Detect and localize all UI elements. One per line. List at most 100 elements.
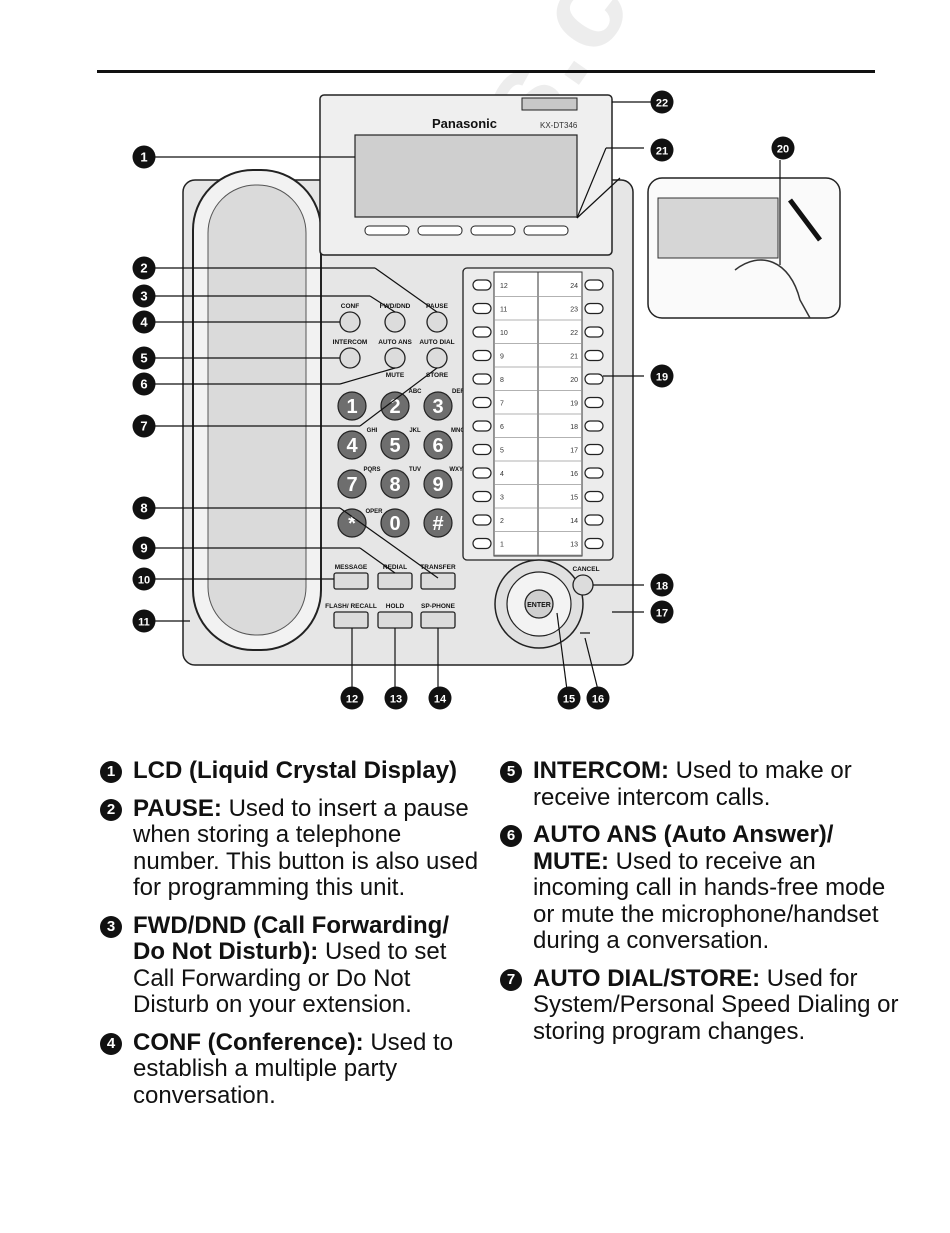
fwd-dnd-label: FWD/DND	[380, 303, 411, 310]
soft-key-1	[364, 225, 410, 236]
callout-8-marker	[132, 496, 156, 520]
flex-number-left: 6	[500, 424, 504, 431]
pause-label: PAUSE	[426, 303, 449, 310]
inset-hand	[734, 259, 811, 319]
flex-key-left	[472, 396, 492, 409]
callout-number: 14	[434, 694, 447, 706]
flex-number-left: 8	[500, 377, 504, 384]
legend-number: 6	[500, 825, 522, 847]
key-digit: 6	[432, 435, 443, 457]
brand-logo: Panasonic	[432, 116, 497, 131]
legend-term: AUTO ANS (Auto Answer)/ MUTE:	[533, 821, 834, 875]
key-digit: 4	[346, 435, 358, 457]
key-digit: 5	[389, 435, 400, 457]
flex-key-right	[584, 420, 604, 432]
key-letters: PQRS	[363, 467, 380, 473]
flex-number-right: 16	[570, 471, 578, 478]
flex-number-right: 18	[570, 424, 578, 431]
flex-number-right: 15	[570, 495, 578, 502]
callout-7-marker	[132, 414, 156, 438]
key-digit: 7	[346, 474, 357, 496]
handset-inner	[207, 184, 307, 636]
legend-description: Used to establish a multiple party conve…	[133, 1028, 454, 1109]
callout-3-marker	[132, 284, 156, 308]
soft-key-2	[417, 225, 463, 236]
callout-9-marker	[132, 536, 156, 560]
callout-13-marker	[384, 686, 408, 710]
flex-key-left	[472, 302, 492, 315]
flex-number-right: 24	[570, 283, 578, 290]
flex-number-right: 19	[570, 401, 578, 408]
key-12	[423, 508, 453, 538]
soft-keys	[364, 225, 569, 236]
callout-number: 21	[656, 146, 668, 158]
transfer-label: TRANSFER	[420, 564, 456, 571]
flex-number-right: 23	[570, 307, 578, 314]
conf-button	[339, 311, 361, 333]
callout-number: 4	[140, 315, 148, 330]
flex-key-left	[472, 279, 492, 291]
key-5	[380, 430, 410, 460]
legend-number: 3	[100, 915, 122, 938]
flex-number-right: 13	[570, 542, 578, 549]
flex-key-left	[472, 443, 492, 456]
conf-label: CONF	[341, 303, 359, 310]
legend-item-1: 1 LCD (Liquid Crystal Display)	[100, 757, 480, 785]
key-digit: 9	[432, 474, 443, 496]
callout-number: 5	[140, 351, 147, 366]
legend-number: 1	[100, 761, 122, 783]
flex-number-left: 1	[500, 542, 504, 549]
message-button	[333, 572, 369, 590]
flex-key-left	[472, 537, 492, 550]
callout-17-marker	[650, 600, 674, 624]
key-letters: TUV	[409, 467, 421, 473]
key-7	[337, 469, 367, 499]
lcd-screen	[354, 134, 578, 218]
callout-1-marker	[132, 145, 156, 169]
callout-20-marker	[771, 136, 795, 160]
auto-ans-sublabel: MUTE	[386, 372, 405, 379]
model-number: KX-DT346	[540, 121, 578, 130]
key-letters: ABC	[409, 389, 423, 395]
flex-key-left	[472, 467, 492, 479]
callout-19-marker	[650, 364, 674, 388]
legend-term: LCD (Liquid Crystal Display)	[133, 757, 458, 784]
callout-22-marker	[650, 90, 674, 114]
flex-number-right: 14	[570, 518, 578, 525]
flex-key-left	[472, 326, 492, 338]
flex-key-right	[584, 490, 604, 503]
callout-number: 10	[138, 575, 150, 587]
key-digit: 2	[389, 396, 400, 418]
legend-number: 5	[500, 761, 522, 783]
legend-description: Used to make or receive intercom calls.	[533, 757, 852, 811]
auto-ans-button	[384, 347, 406, 369]
flex-key-right	[584, 467, 604, 479]
legend-number: 7	[500, 968, 522, 991]
flex-key-right	[584, 514, 604, 526]
callout-6-marker	[132, 372, 156, 396]
callout-number: 20	[777, 144, 789, 156]
key-1	[337, 391, 367, 421]
key-digit: 1	[346, 396, 357, 418]
flex-key-right	[584, 349, 604, 362]
callout-number: 2	[140, 261, 147, 276]
auto-dial-button	[426, 347, 448, 369]
key-4	[337, 430, 367, 460]
callout-number: 7	[140, 419, 147, 434]
key-digit: #	[432, 513, 443, 535]
key-6	[423, 430, 453, 460]
flex-key-right	[584, 279, 604, 291]
flex-key-right	[584, 537, 604, 550]
callout-number: 15	[563, 694, 575, 706]
transfer-button	[420, 572, 456, 590]
redial-label: REDIAL	[383, 564, 407, 571]
key-letters: JKL	[409, 428, 421, 434]
flex-key-left	[472, 490, 492, 503]
legend-description: Used for System/Personal Speed Dialing o…	[533, 964, 899, 1045]
